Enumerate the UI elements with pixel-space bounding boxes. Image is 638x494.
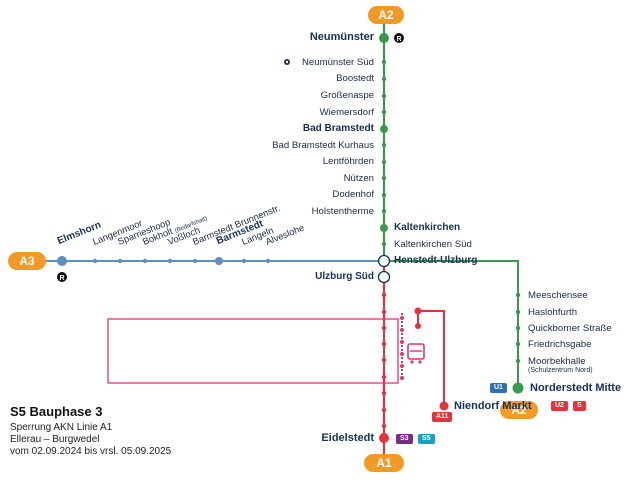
station-dot <box>381 341 387 347</box>
u1-badge: U1 <box>490 383 507 393</box>
station-dot <box>400 364 404 368</box>
s-badge: S <box>573 401 586 411</box>
station-dot <box>381 390 387 396</box>
a3-pill: A3 <box>8 252 46 270</box>
a1-pill: A1 <box>364 454 404 472</box>
a2-top-pill: A2 <box>368 6 404 24</box>
legend-line: Sperrung AKN Linie A1 <box>10 422 113 433</box>
station-dot <box>381 374 387 380</box>
station-dot <box>381 325 387 331</box>
station: Bad Bramstedt Kurhaus <box>272 140 374 151</box>
station-dot <box>381 93 387 99</box>
svg-text:R: R <box>59 275 64 282</box>
station-dot <box>400 352 404 356</box>
henstedt-ulzburg-hub <box>377 254 391 268</box>
station-dot <box>400 340 404 344</box>
station-eidelstedt: Eidelstedt <box>321 432 374 444</box>
station-dot <box>515 341 521 347</box>
station-dot <box>381 109 387 115</box>
station-dot <box>241 258 247 264</box>
a2-east-line <box>384 260 519 388</box>
station-dot <box>92 258 98 264</box>
station-dot <box>381 192 387 198</box>
s5-badge: S5 <box>418 434 435 444</box>
station: Nützen <box>343 173 374 184</box>
station-dot <box>381 309 387 315</box>
legend-line: vom 02.09.2024 bis vrsl. 05.09.2025 <box>10 446 172 457</box>
station-dot <box>117 258 123 264</box>
station: Neumünster Süd <box>302 57 374 68</box>
station-dot <box>142 258 148 264</box>
station-henstedt-ulzburg: Henstedt-Ulzburg <box>394 255 478 266</box>
regional-train-icon: R <box>57 272 67 282</box>
legend-line: Ellerau – Burgwedel <box>10 434 100 445</box>
station-neumuenster: Neumünster <box>309 31 374 43</box>
station-dot <box>381 407 387 413</box>
regional-train-icon: R <box>394 33 404 43</box>
station: Haslohfurth <box>528 307 578 318</box>
bus-icon <box>407 343 425 364</box>
station-dot <box>515 325 521 331</box>
station: Lentföhrden <box>322 156 374 167</box>
station: Quickborner Straße <box>528 323 612 334</box>
legend: S5 Bauphase 3 Sperrung AKN Linie A1 Elle… <box>10 404 171 458</box>
station-dot <box>381 292 387 298</box>
station-dot <box>381 142 387 148</box>
station-norderstedt-mitte: Norderstedt Mitte <box>530 382 622 394</box>
station-dot <box>381 241 387 247</box>
station-dot <box>400 376 404 380</box>
norderstedt-dot <box>512 382 524 394</box>
station-dot <box>381 59 387 65</box>
station-dot <box>400 316 404 320</box>
station: Meeschensee <box>528 290 588 301</box>
station-dot <box>515 358 521 364</box>
station: Wiemersdorf <box>319 107 374 118</box>
elmshorn-dot <box>57 256 67 266</box>
barmstedt-dot <box>215 257 223 265</box>
a2-bottom-pill: A2 <box>500 401 538 419</box>
niendorf-dot <box>439 401 449 411</box>
station-ulzburg-sued: Ulzburg Süd <box>315 271 374 282</box>
station: Großenaspe <box>320 90 374 101</box>
station-dot <box>265 258 271 264</box>
station-dot <box>381 76 387 82</box>
station: Moorbekhalle <box>528 356 586 367</box>
a11-line <box>418 310 445 406</box>
station: Kaltenkirchen Süd <box>394 239 472 250</box>
bus-replacement-box <box>107 318 399 384</box>
station-dot <box>381 423 387 429</box>
accessibility-icon <box>284 59 290 65</box>
station-dot <box>381 357 387 363</box>
station-dot <box>167 258 173 264</box>
station-kaltenkirchen: Kaltenkirchen <box>394 222 461 233</box>
station-bad-bramstedt: Bad Bramstedt <box>302 123 374 134</box>
legend-title: S5 Bauphase 3 <box>10 404 103 419</box>
u2-badge: U2 <box>551 401 568 411</box>
station: Friedrichsgabe <box>528 339 592 350</box>
svg-text:R: R <box>396 36 401 43</box>
s3-badge: S3 <box>396 434 413 444</box>
station-dot <box>381 159 387 165</box>
station: Dodenhof <box>332 189 374 200</box>
eidelstedt-dot <box>379 433 389 443</box>
station-dot <box>381 175 387 181</box>
station-dot <box>400 328 404 332</box>
a11-badge: A11 <box>432 412 453 422</box>
station-dot <box>515 309 521 315</box>
station-dot <box>381 208 387 214</box>
station: Holstentherme <box>311 206 374 217</box>
station-note: (Schulzentrum Nord) <box>528 367 593 374</box>
station-dot <box>515 292 521 298</box>
ulzburg-sued-hub <box>377 270 391 284</box>
station-dot <box>192 258 198 264</box>
station: Boostedt <box>336 73 374 84</box>
station-niendorf-markt: Niendorf Markt <box>454 400 532 412</box>
